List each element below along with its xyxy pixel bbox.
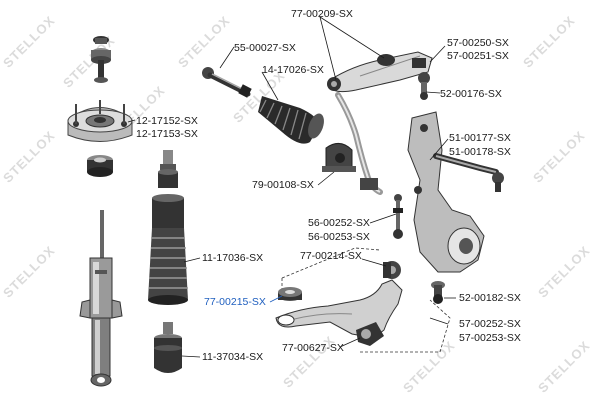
part-label: 77-00209-SX [291,8,353,20]
lower-ball-joint-icon [431,281,445,304]
part-label: 11-37034-SX [202,351,263,363]
lower-bump-stop-icon [154,322,182,373]
leader-lines [127,16,456,358]
lower-arm-bushing-icon [383,261,401,279]
part-label: 57-00252-SX [459,318,521,330]
strut-top-mount-icon [67,100,133,142]
dust-boot-icon [148,194,188,305]
steering-rack-boot-icon [258,96,324,144]
part-label: 11-17036-SX [202,252,263,264]
part-label: 56-00252-SX [308,217,370,229]
part-label: 52-00176-SX [440,88,502,100]
part-label: 56-00253-SX [308,231,370,243]
strut-mount-top-icon [91,36,111,83]
part-label: 57-00253-SX [459,332,521,344]
steering-knuckle-icon [407,111,485,273]
part-label: 12-17153-SX [136,128,198,140]
part-label: 57-00251-SX [447,50,509,62]
tie-rod-end-icon [433,153,504,192]
part-label: 52-00182-SX [459,292,521,304]
stabilizer-link-icon [393,194,403,239]
part-label-highlighted: 77-00215-SX [204,296,266,308]
lower-control-arm-icon [275,279,403,339]
tie-rod-icon [202,67,252,98]
strut-bump-stop-icon [158,150,178,188]
part-label: 57-00250-SX [447,37,509,49]
part-label: 77-00214-SX [300,250,362,262]
part-label: 14-17026-SX [262,64,324,76]
upper-control-arm-icon [327,51,433,93]
part-label: 77-00627-SX [282,342,344,354]
part-label: 55-00027-SX [234,42,296,54]
compliance-bushing-icon [278,287,302,301]
stabilizer-bar-icon [322,92,383,195]
part-labels: 77-00209-SX 57-00250-SX 57-00251-SX 55-0… [136,8,521,363]
part-label: 12-17152-SX [136,115,198,127]
part-label: 79-00108-SX [252,179,314,191]
part-label: 51-00178-SX [449,146,511,158]
rubber-bushing-icon [87,155,113,177]
shock-absorber-icon [79,210,123,387]
part-label: 51-00177-SX [449,132,511,144]
rear-lower-bushing-icon [356,322,384,346]
upper-ball-joint-icon [418,72,430,100]
